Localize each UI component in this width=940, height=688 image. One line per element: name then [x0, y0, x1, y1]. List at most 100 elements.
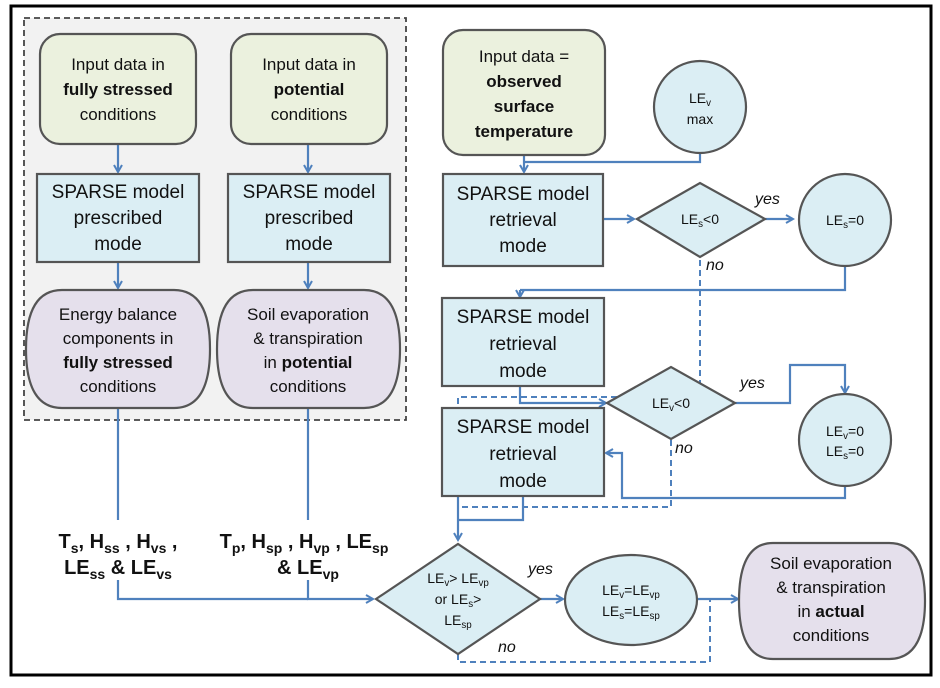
- lev-negative-decision: LEv<0: [604, 365, 738, 441]
- retrieval-model-3-box: SPARSE model retrieval mode: [440, 406, 606, 498]
- text-line: conditions: [80, 377, 157, 396]
- yes-label: yes: [739, 375, 765, 392]
- retrieval-model-1-box: SPARSE model retrieval mode: [441, 172, 605, 268]
- node-text: LEs=0: [826, 212, 864, 231]
- arrow-vars-to-final-decision: [306, 580, 373, 599]
- var-subscript: vp: [323, 566, 339, 582]
- text-line: prescribed: [74, 208, 163, 229]
- node-text-line: LEs=LEsp: [602, 603, 660, 622]
- text-line-bold: observed: [486, 72, 562, 91]
- variables-row-1: Ts, Hss , Hvs ,: [59, 531, 178, 556]
- yes-label: yes: [754, 191, 780, 208]
- text-line: conditions: [270, 377, 347, 396]
- arrow-model2-to-lev-decision: [518, 386, 606, 403]
- actual-output-terminal: Soil evaporation & transpiration in actu…: [737, 541, 927, 661]
- var-base: H: [136, 531, 150, 553]
- text-line: mode: [499, 361, 547, 382]
- text-line-bold: temperature: [475, 122, 573, 141]
- text-line: SPARSE model: [457, 307, 590, 328]
- node-text-line: LEv=0: [826, 423, 864, 442]
- text-line-bold: potential: [274, 80, 345, 99]
- text-line: SPARSE model: [457, 184, 590, 205]
- text-line: retrieval: [489, 334, 557, 355]
- text-line: Energy balance: [59, 305, 177, 324]
- node-text-line: LEs=0: [826, 443, 864, 462]
- variables-row-2: LEss & LEvs​: [64, 557, 172, 582]
- text-line: max: [687, 111, 713, 127]
- dashed-les-no-to-model3: [457, 380, 701, 408]
- text-line: & transpiration: [776, 578, 886, 597]
- no-label: no: [498, 639, 516, 656]
- text-line: conditions: [80, 105, 157, 124]
- yes-label: yes: [527, 561, 553, 578]
- var-subscript: vs: [151, 540, 167, 556]
- arrow-lev0-to-model3: [606, 453, 847, 500]
- var-separator: ,: [79, 531, 90, 553]
- text-line: SPARSE model: [52, 182, 185, 203]
- text-line: Input data in: [262, 55, 356, 74]
- dashed-lev-no: [458, 440, 672, 508]
- line-stressed-vars-join: [116, 580, 308, 601]
- text-line-bold: fully stressed: [63, 80, 173, 99]
- final-comparison-decision: LEv> LEvp or LEs> LEsp: [374, 542, 542, 656]
- var-base: T: [59, 531, 71, 553]
- decision-text-line: LEsp: [444, 612, 472, 631]
- no-label: no: [675, 440, 693, 457]
- var-subscript: sp: [372, 540, 388, 556]
- stressed-input-box: Input data in fully stressed conditions: [38, 32, 198, 146]
- retrieval-connectors: [457, 152, 847, 663]
- var-separator: ,: [330, 531, 347, 553]
- var-subscript: p: [232, 540, 241, 556]
- text-line: conditions: [271, 105, 348, 124]
- text-line: SPARSE model: [243, 182, 376, 203]
- text-line: mode: [94, 234, 142, 255]
- var-base: LE: [346, 531, 372, 553]
- var-subscript: s: [71, 540, 79, 556]
- text-line: Soil evaporation: [247, 305, 369, 324]
- potential-input-box: Input data in potential conditions: [229, 32, 389, 146]
- var-separator: ,: [120, 531, 137, 553]
- var-base: H: [252, 531, 266, 553]
- var-base: & LE: [277, 557, 323, 579]
- potential-output-terminal: Soil evaporation & transpiration in pote…: [215, 288, 402, 410]
- text-line-bold: surface: [494, 97, 554, 116]
- decision-text-line: or LEs>: [435, 591, 482, 610]
- var-base: T: [220, 531, 232, 553]
- var-subscript: ss: [90, 566, 106, 582]
- stressed-variables-label: Ts, Hss , Hvs , LEss & LEvs​: [59, 531, 178, 582]
- text-line: mode: [499, 236, 547, 257]
- no-label: no: [706, 257, 724, 274]
- text-line: Input data in: [71, 55, 165, 74]
- var-subscript: ss: [104, 540, 120, 556]
- lev-max-node: LEv max: [652, 59, 748, 155]
- var-subscript: vp: [313, 540, 329, 556]
- var-subscript: vs: [156, 566, 172, 582]
- var-base: H: [299, 531, 313, 553]
- text-line: SPARSE model: [457, 417, 590, 438]
- decision-text: LEs<0: [681, 211, 719, 230]
- text-line: Soil evaporation: [770, 554, 892, 573]
- arrow-lev-yes: [735, 363, 845, 405]
- text-line: components in: [63, 329, 174, 348]
- text-line: retrieval: [489, 210, 557, 231]
- stressed-model-box: SPARSE model prescribed mode: [35, 172, 201, 264]
- retrieval-model-2-box: SPARSE model retrieval mode: [440, 296, 606, 388]
- var-base: H: [90, 531, 104, 553]
- text-line-mixed: in potential: [264, 353, 353, 372]
- variables-row-2: & LEvp​: [277, 557, 339, 582]
- text-line: LEv: [689, 90, 711, 109]
- text-line: retrieval: [489, 444, 557, 465]
- decision-text: LEv<0: [652, 395, 690, 414]
- les-negative-decision: LEs<0: [634, 181, 768, 259]
- stressed-output-terminal: Energy balance components in fully stres…: [24, 288, 212, 410]
- var-separator: ,: [166, 531, 177, 553]
- text-line: prescribed: [265, 208, 354, 229]
- var-separator: ,: [240, 531, 251, 553]
- text-line: Input data =: [479, 47, 569, 66]
- line-les0-return: [520, 266, 847, 292]
- text-line: & transpiration: [253, 329, 363, 348]
- text-line: mode: [499, 471, 547, 492]
- line-levmax-to-model1: [524, 152, 702, 164]
- group-connectors: [118, 144, 373, 599]
